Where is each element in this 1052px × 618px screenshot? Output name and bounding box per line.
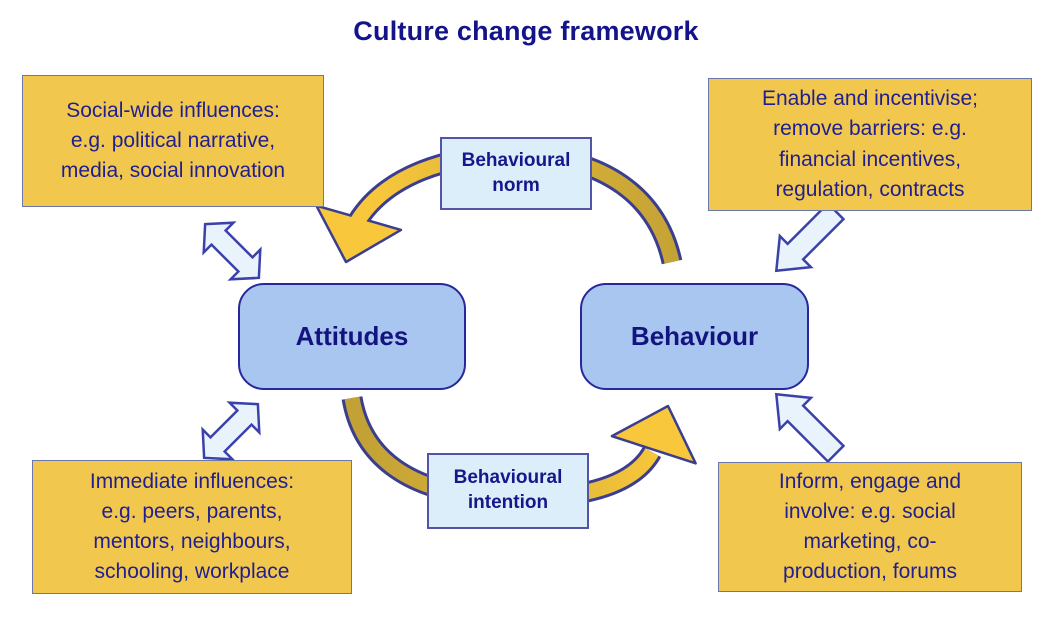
influence-line: marketing, co- (803, 530, 937, 553)
node-behavioural-intention: Behavioural intention (427, 453, 589, 529)
node-attitudes: Attitudes (238, 283, 466, 390)
influence-line: mentors, neighbours, (93, 530, 291, 553)
influence-line: financial incentives, (778, 147, 962, 171)
influence-box-immediate: Immediate influences: e.g. peers, parent… (32, 460, 352, 594)
influence-line: Enable and incentivise; (762, 87, 978, 111)
behavioural-norm-label: Behavioural norm (461, 149, 571, 196)
node-attitudes-label: Attitudes (295, 321, 409, 351)
influence-box-enable-incentivise: Enable and incentivise; remove barriers:… (708, 78, 1032, 211)
node-behaviour-label: Behaviour (630, 321, 759, 351)
influence-line: media, social innovation (60, 159, 286, 183)
influence-line: schooling, workplace (94, 560, 290, 584)
influence-line: regulation, contracts (775, 177, 965, 201)
page-title: Culture change framework (353, 16, 699, 46)
node-behavioural-norm: Behavioural norm (440, 137, 592, 210)
double-arrow-top-left-icon (202, 221, 262, 281)
influence-line: e.g. peers, parents, (101, 499, 283, 523)
influence-line: e.g. political narrative, (70, 128, 276, 152)
influence-line: production, forums (783, 560, 957, 584)
node-behaviour: Behaviour (580, 283, 809, 390)
behavioural-intention-label: Behavioural intention (453, 467, 563, 513)
influence-box-social-wide: Social-wide influences: e.g. political n… (22, 75, 324, 207)
influence-line: Social-wide influences: (66, 98, 280, 122)
influence-box-inform-engage: Inform, engage and involve: e.g. social … (718, 462, 1022, 592)
influence-line: Immediate influences: (89, 469, 295, 493)
influence-line: involve: e.g. social (784, 499, 956, 523)
influence-line: Inform, engage and (778, 469, 962, 493)
arrow-bottom-right-icon (774, 392, 846, 464)
double-arrow-bottom-left-icon (201, 401, 261, 461)
influence-line: remove barriers: e.g. (773, 117, 967, 141)
arrow-top-right-icon (774, 201, 846, 273)
